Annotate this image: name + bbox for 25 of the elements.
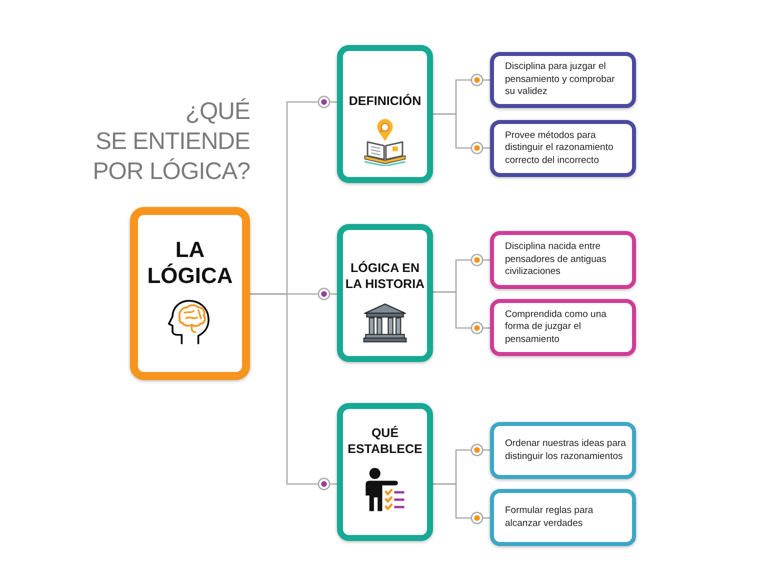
category-card	[337, 45, 433, 183]
card-text: Formular reglas para alcanzar verdades	[505, 505, 594, 530]
connector	[433, 483, 490, 524]
card-text: Disciplina para juzgar el pensamiento y comprobar su validez	[505, 61, 616, 99]
detail-card	[490, 231, 636, 289]
card-text: Provee métodos para distinguir el razonamiento correcto del incorrecto	[505, 130, 614, 168]
detail-card	[490, 120, 636, 177]
card-heading: QUÉ ESTABLECE	[346, 425, 424, 458]
connector	[433, 291, 490, 334]
detail-card	[490, 52, 636, 108]
category-card	[337, 224, 433, 362]
card-text: Ordenar nuestras ideas para distinguir los razonamientos	[505, 438, 626, 463]
category-card	[337, 403, 433, 541]
topic-card	[130, 207, 250, 380]
connector	[433, 113, 490, 154]
card-heading: DEFINICIÓN	[348, 93, 422, 110]
card-heading: LA LÓGICA	[146, 237, 234, 289]
detail-card	[490, 299, 636, 356]
card-text: Disciplina nacida entre pensadores de antiguas civilizaciones	[505, 241, 608, 279]
card-text: Comprendida como una forma de juzgar el pensamiento	[505, 308, 608, 346]
connector	[250, 293, 337, 490]
detail-card	[490, 422, 636, 479]
detail-card	[490, 489, 636, 546]
diagram-title: ¿QUÉ SE ENTIENDE POR LÓGICA?	[92, 97, 250, 187]
card-heading: LÓGICA EN LA HISTORIA	[344, 260, 426, 292]
